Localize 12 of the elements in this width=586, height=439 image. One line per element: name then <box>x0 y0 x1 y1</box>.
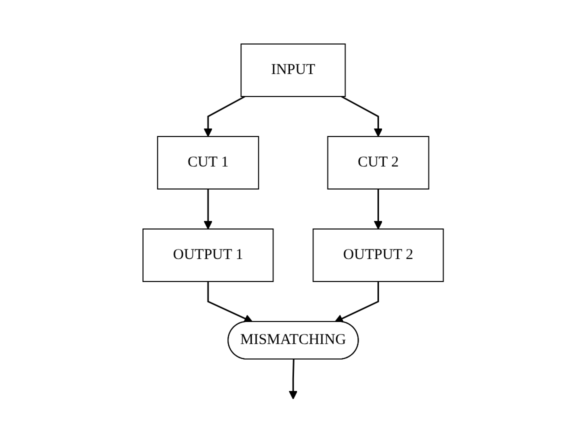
arrow <box>334 282 379 323</box>
node-box: OUTPUT 1 <box>142 228 274 282</box>
arrow <box>340 96 382 137</box>
arrow <box>207 282 253 323</box>
node-box: CUT 2 <box>327 136 430 190</box>
arrow <box>374 189 382 230</box>
arrow <box>204 96 246 137</box>
node-box: CUT 1 <box>156 136 259 190</box>
node-box: OUTPUT 2 <box>312 228 444 282</box>
arrow <box>288 359 298 400</box>
arrow <box>204 189 212 230</box>
node-box: INPUT <box>240 44 346 97</box>
